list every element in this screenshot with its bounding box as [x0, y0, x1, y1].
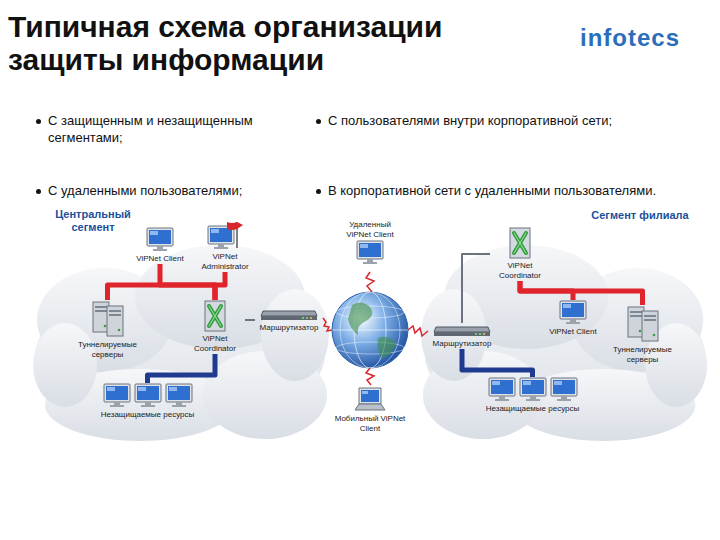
server-node: Туннелируемые серверы [605, 305, 680, 365]
company-logo: infotecs [580, 22, 715, 53]
resources-node: Незащищаемые ресурсы [485, 377, 580, 414]
connector [148, 354, 216, 383]
segment-cloud: Центральный сегментViPNet Client ViPNet A… [30, 205, 330, 445]
connector [462, 349, 533, 377]
resources-node: Незащищаемые ресурсы [100, 383, 195, 420]
segment-heading: Центральный сегмент [38, 208, 148, 234]
bullet-dot [316, 119, 321, 124]
coordinator-icon [201, 300, 229, 332]
node-label: Незащищаемые ресурсы [485, 404, 580, 414]
workstations-icon [103, 383, 193, 408]
router-icon [432, 323, 492, 337]
workstation-icon [356, 240, 384, 265]
bullet-dot [36, 189, 41, 194]
client-node: ViPNet Client [135, 227, 185, 264]
client-node: ViPNet Client [548, 300, 598, 337]
server-icon [89, 300, 127, 338]
workstations-icon [488, 377, 578, 402]
segment-heading: Сегмент филиала [590, 209, 690, 222]
connector [108, 285, 216, 300]
mobile-client-node: Мобильный ViPNet Client [332, 386, 408, 434]
bullet-text: С пользователями внутри корпоративной се… [328, 112, 713, 129]
remote-client-node: Удаленный ViPNet Client [338, 218, 402, 265]
node-label: Маршрутизатор [255, 323, 323, 333]
segment-cloud: Сегмент филиалаViPNet CoordinatorViPNet … [420, 205, 710, 445]
workstation-icon [559, 300, 587, 325]
node-label: Маршрутизатор [428, 339, 496, 349]
server-node: Туннелируемые серверы [70, 300, 145, 360]
coordinator-node: ViPNet Coordinator [490, 227, 550, 281]
workstation-icon [146, 227, 174, 252]
coordinator-node: ViPNet Coordinator [185, 300, 245, 354]
administrator-node: ViPNet Administrator [190, 220, 260, 272]
bullet-text: В корпоративной сети с удаленными пользо… [328, 182, 713, 199]
node-label: ViPNet Administrator [190, 252, 260, 272]
router-node: Маршрутизатор [428, 323, 496, 349]
connector [462, 254, 490, 323]
administrator-icon [207, 220, 243, 250]
connector [245, 320, 255, 321]
server-icon [624, 305, 662, 343]
node-label: ViPNet Client [135, 254, 185, 264]
node-label: Мобильный ViPNet Client [332, 414, 408, 434]
node-label: Туннелируемые серверы [70, 340, 145, 360]
coordinator-icon [506, 227, 534, 259]
node-label: Незащищаемые ресурсы [100, 410, 195, 420]
globe [332, 292, 408, 368]
bullet-dot [36, 119, 41, 124]
bullet-text: С удаленными пользователями; [48, 182, 288, 199]
node-label: ViPNet Coordinator [490, 261, 550, 281]
node-label: ViPNet Client [548, 327, 598, 337]
bullet-text: С защищенным и незащищенным сегментами; [48, 112, 273, 146]
node-label: ViPNet Coordinator [185, 334, 245, 354]
bullet-dot [316, 189, 321, 194]
slide-title: Типичная схема организации защиты информ… [8, 10, 528, 76]
router-icon [259, 307, 319, 321]
router-node: Маршрутизатор [255, 307, 323, 333]
wan-links [323, 272, 428, 385]
node-label: Туннелируемые серверы [605, 345, 680, 365]
laptop-icon [353, 386, 387, 412]
node-label: Удаленный ViPNet Client [338, 220, 402, 240]
